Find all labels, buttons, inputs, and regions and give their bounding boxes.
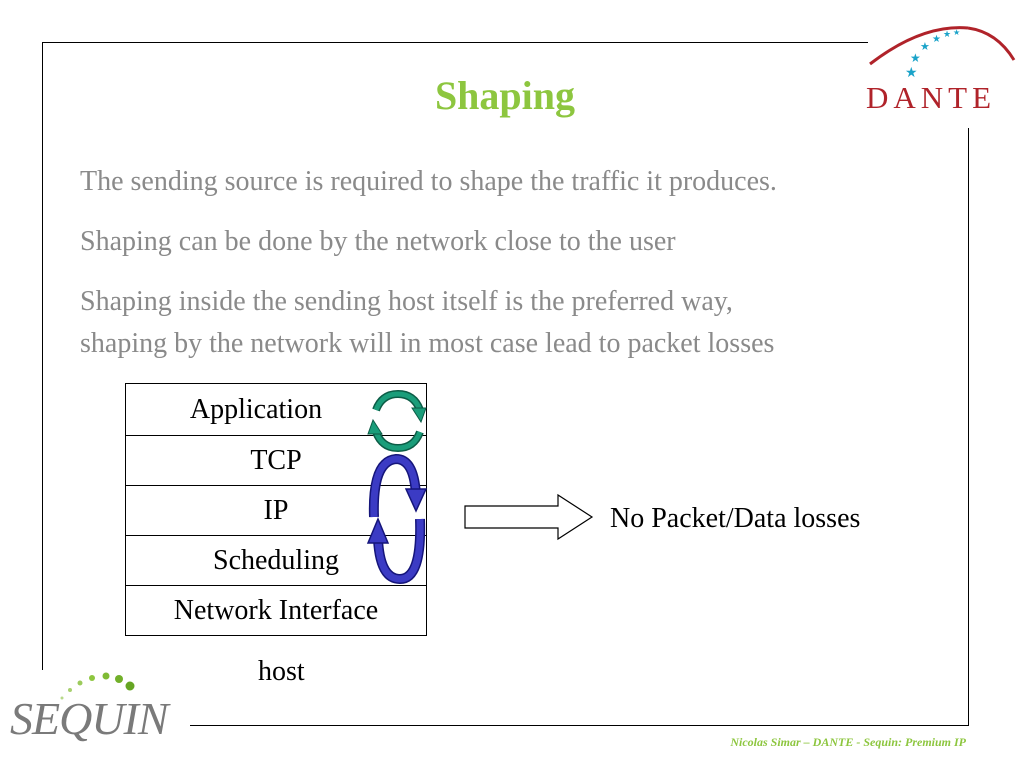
stack-caption: host bbox=[258, 656, 305, 687]
svg-text:★: ★ bbox=[905, 65, 918, 81]
stack-layer-label: IP bbox=[263, 494, 289, 526]
stack-layer-ip: IP bbox=[126, 485, 426, 535]
svg-text:★: ★ bbox=[920, 40, 930, 53]
right-arrow-icon bbox=[464, 493, 594, 541]
slide-title: Shaping bbox=[434, 73, 576, 118]
svg-text:★: ★ bbox=[932, 34, 941, 45]
svg-text:★: ★ bbox=[953, 28, 960, 37]
bullet-text-1: The sending source is required to shape … bbox=[80, 166, 777, 197]
result-text: No Packet/Data losses bbox=[610, 503, 861, 534]
frame-line-left bbox=[42, 42, 43, 670]
svg-text:★: ★ bbox=[943, 30, 951, 40]
footer-credit: Nicolas Simar – DANTE - Sequin: Premium … bbox=[730, 735, 966, 749]
stack-layer-label: TCP bbox=[250, 444, 302, 476]
stack-layer-scheduling: Scheduling bbox=[126, 535, 426, 585]
svg-text:★: ★ bbox=[910, 51, 921, 65]
sequin-logo-text: SEQUIN bbox=[10, 693, 169, 744]
frame-line-right bbox=[968, 128, 969, 726]
stack-layer-network-interface: Network Interface bbox=[126, 585, 426, 635]
frame-line-top bbox=[42, 42, 868, 43]
dante-logo-text: DANTE bbox=[866, 80, 997, 115]
bullet-text-3: Shaping inside the sending host itself i… bbox=[80, 281, 774, 365]
stack-layer-label: Network Interface bbox=[173, 594, 379, 626]
bullet-text-3-line-1: Shaping inside the sending host itself i… bbox=[80, 286, 733, 317]
blue-loop-arrows-icon bbox=[366, 453, 428, 585]
dante-logo-mark: ★ ★ ★ ★ ★ ★ bbox=[869, 26, 1016, 81]
sequin-logo-dots bbox=[60, 672, 135, 700]
bullet-text-2: Shaping can be done by the network close… bbox=[80, 226, 676, 257]
frame-line-bottom bbox=[190, 725, 969, 726]
bullet-text-3-line-2: shaping by the network will in most case… bbox=[80, 328, 775, 359]
green-cycle-arrows-icon bbox=[367, 389, 427, 453]
stack-layer-tcp: TCP bbox=[126, 435, 426, 485]
stack-layer-label: Scheduling bbox=[213, 544, 339, 576]
stack-layer-application: Application bbox=[126, 384, 426, 435]
protocol-stack: Application TCP IP Scheduling Network In… bbox=[125, 383, 427, 636]
stack-layer-label: Application bbox=[189, 393, 323, 425]
